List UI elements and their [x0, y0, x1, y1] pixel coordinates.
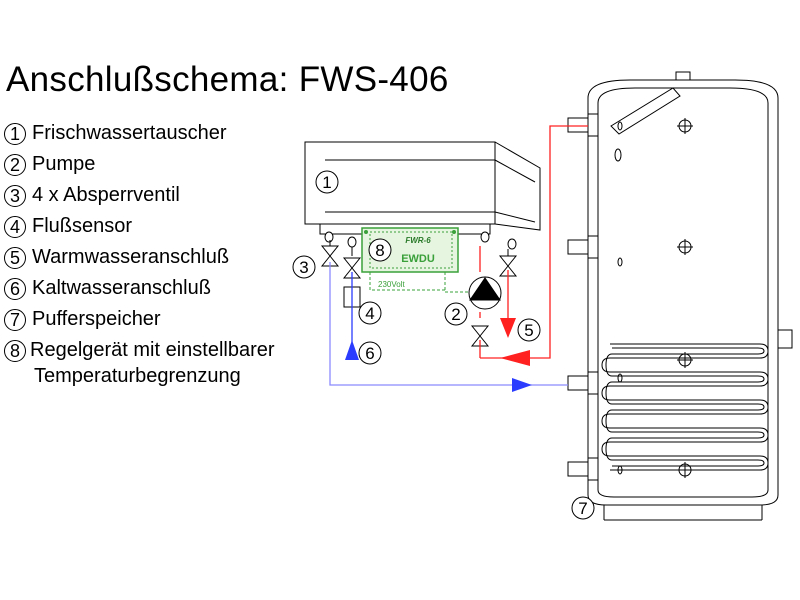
warm-water-arrow	[500, 318, 516, 338]
legend-item-pump: 2 Pumpe	[4, 153, 95, 183]
legend-number: 3	[4, 184, 26, 207]
controller-model: FWR-6	[405, 236, 431, 245]
legend-label-line2: Temperaturbegrenzung	[34, 365, 241, 387]
legend-item-sensor: 4 Flußsensor	[4, 215, 132, 245]
callout-controller: 8	[375, 241, 384, 260]
buffer-tank	[587, 71, 793, 521]
flow-arrows	[345, 318, 532, 392]
legend-item-exchanger: 1 Frischwassertauscher	[4, 122, 227, 152]
callouts	[292, 170, 595, 520]
legend-number: 2	[4, 153, 26, 176]
callout-valves-ring	[292, 255, 316, 279]
callout-tank-ring	[571, 496, 595, 520]
legend-label: Pumpe	[32, 153, 96, 175]
callout-warm-ring	[517, 318, 541, 342]
cold-flow-arrow	[512, 378, 532, 392]
heat-exchanger	[304, 141, 541, 235]
heating-coil	[601, 343, 769, 471]
legend-label: Warmwasseranschluß	[32, 246, 230, 268]
pipes	[329, 125, 588, 386]
legend-label: Flußsensor	[32, 215, 133, 237]
callout-sensor-ring	[358, 301, 382, 325]
callout-buffer-tank: 7	[578, 499, 587, 518]
legend-number: 6	[4, 277, 26, 300]
controller-brand: EWDU	[401, 253, 435, 265]
legend-number: 5	[4, 246, 26, 269]
controller-voltage: 230Volt	[378, 280, 405, 289]
callout-exchanger: 1	[322, 173, 331, 192]
callout-exchanger-ring	[315, 170, 339, 194]
legend-item-valves: 3 4 x Absperrventil	[4, 184, 180, 214]
hot-return-arrow	[500, 350, 530, 366]
legend-number: 8	[4, 339, 26, 362]
legend-label: Kaltwasseranschluß	[32, 277, 211, 299]
legend-label: 4 x Absperrventil	[32, 184, 180, 206]
legend-item-buffer-tank: 7 Pufferspeicher	[4, 308, 161, 338]
legend-item-cold-water: 6 Kaltwasseranschluß	[4, 277, 211, 307]
cold-water-arrow	[345, 340, 359, 360]
callout-warm-water: 5	[524, 321, 533, 340]
legend-number: 7	[4, 308, 26, 331]
callout-cold-ring	[358, 341, 382, 365]
legend-number: 1	[4, 122, 26, 145]
tank-connectors	[567, 113, 599, 481]
callout-pump: 2	[451, 305, 460, 324]
callout-sensor: 4	[365, 304, 374, 323]
page-title: Anschlußschema: FWS-406	[6, 60, 449, 99]
legend-label: Pufferspeicher	[32, 308, 161, 330]
legend-item-warm-water: 5 Warmwasseranschluß	[4, 246, 229, 276]
legend-number: 4	[4, 215, 26, 238]
callout-cold-water: 6	[365, 344, 374, 363]
circulation-pump	[468, 276, 502, 310]
callout-controller-ring	[368, 238, 392, 262]
legend-label: Regelgerät mit einstellbarer	[30, 339, 275, 361]
callout-valves: 3	[299, 258, 308, 277]
legend-label: Frischwassertauscher	[32, 122, 227, 144]
callout-pump-ring	[444, 302, 468, 326]
